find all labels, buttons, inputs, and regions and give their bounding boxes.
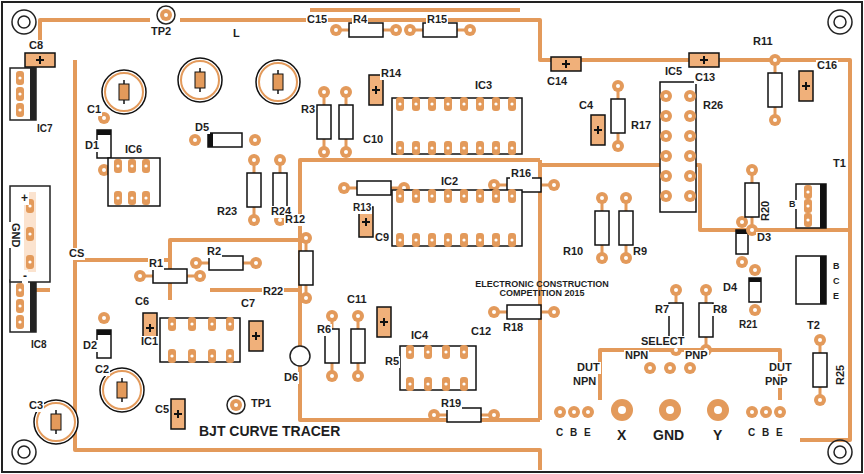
silkscreen-label: C [832,277,841,286]
silkscreen-label: C1 [86,104,102,116]
silkscreen-label: - [22,270,28,283]
silkscreen-label: C4 [578,100,594,112]
silkscreen-label: C [555,428,564,439]
silkscreen-label: R26 [702,100,724,112]
silkscreen-label: IC3 [474,80,493,92]
silkscreen-label: IC5 [664,66,683,78]
silkscreen-label: R25 [835,364,847,386]
silkscreen-label: C [747,428,756,439]
silkscreen-label: PNP [684,350,709,362]
silkscreen-label: D2 [82,340,98,352]
silkscreen-label: ELECTRONIC CONSTRUCTION COMPETITION 2015 [456,280,628,299]
silkscreen-label: B [832,262,841,271]
silkscreen-label: C9 [374,232,390,244]
silkscreen-label: NPN [624,350,649,362]
silkscreen-label: B [761,428,770,439]
silkscreen-label: T1 [832,158,847,170]
silkscreen-label: NPN [572,376,597,388]
silkscreen-label: C11 [346,294,368,306]
silkscreen-label: GND [9,222,21,248]
silkscreen-label: B [569,428,578,439]
silkscreen-label: C14 [546,76,568,88]
silkscreen-label: C13 [694,72,716,84]
silkscreen-label: R15 [426,14,448,26]
silkscreen-label: D3 [756,232,772,244]
silkscreen-label: L [232,28,241,40]
silkscreen-label: R14 [380,68,402,80]
silkscreen-label: E [832,292,840,301]
silkscreen-label: TP2 [150,26,172,38]
silkscreen-label: C10 [362,134,384,146]
silkscreen-label: R11 [752,36,774,48]
silkscreen-label: R20 [760,200,772,222]
silkscreen-label: SELECT [640,336,685,348]
silkscreen-label: BJT CURVE TRACER [198,424,341,439]
silkscreen-label: C15 [306,14,328,26]
silkscreen-label: C2 [94,364,110,376]
silkscreen-label: R19 [440,398,462,410]
silkscreen-label: IC6 [124,144,143,156]
silkscreen-label: IC2 [440,176,459,188]
silkscreen-label: R10 [562,246,584,258]
silkscreen-label: IC4 [410,330,429,342]
silkscreen-label: D1 [84,140,100,152]
silkscreen-label: E [583,428,592,439]
silkscreen-label: GND [652,428,685,443]
silkscreen-label: R3 [300,104,316,116]
silkscreen-label: C16 [816,60,838,72]
silkscreen-label: C6 [134,296,150,308]
silkscreen-label: R13 [352,203,372,214]
silkscreen-label: C3 [28,400,44,412]
silkscreen-label: PNP [764,376,789,388]
silkscreen-label: R7 [654,304,670,316]
silkscreen-label: X [616,428,627,443]
silkscreen-label: C5 [154,404,170,416]
silkscreen-label: R12 [284,214,306,226]
silkscreen-label: R5 [384,356,400,368]
silkscreen-label: D6 [283,372,299,384]
silkscreen-label: R21 [738,320,758,331]
silkscreen-label: C8 [28,40,44,52]
silkscreen-label: R23 [216,206,238,218]
silkscreen-label: D4 [722,282,738,294]
silkscreen-label: DUT [576,362,601,374]
silkscreen-label: R4 [352,14,368,26]
silkscreen-label: DUT [768,362,793,374]
silkscreen-label: R1 [148,258,164,270]
silkscreen-label: IC7 [36,124,54,135]
silkscreen-label: TP1 [250,398,272,410]
silkscreen-label: CS [68,248,85,260]
silkscreen-label: E [775,428,784,439]
silkscreen-label: Y [712,428,723,443]
silkscreen-label: B [788,200,797,209]
silkscreen-label: R9 [632,246,648,258]
silkscreen-label: IC1 [140,336,159,348]
silkscreen-label: R22 [262,286,284,298]
silkscreen-label: IC8 [30,340,48,351]
silkscreen-label: T2 [806,320,821,332]
silkscreen-label: D5 [194,122,210,134]
silkscreen-label: C7 [240,298,256,310]
silkscreen-label: + [20,192,29,205]
silkscreen-label: R2 [206,246,222,258]
silkscreen-label: R16 [510,168,532,180]
silkscreen-label: R17 [630,120,652,132]
silkscreen-label: R8 [712,304,728,316]
silkscreen-label: R6 [316,324,332,336]
silkscreen-label: R18 [502,322,524,334]
silkscreen-label: C12 [470,326,492,338]
